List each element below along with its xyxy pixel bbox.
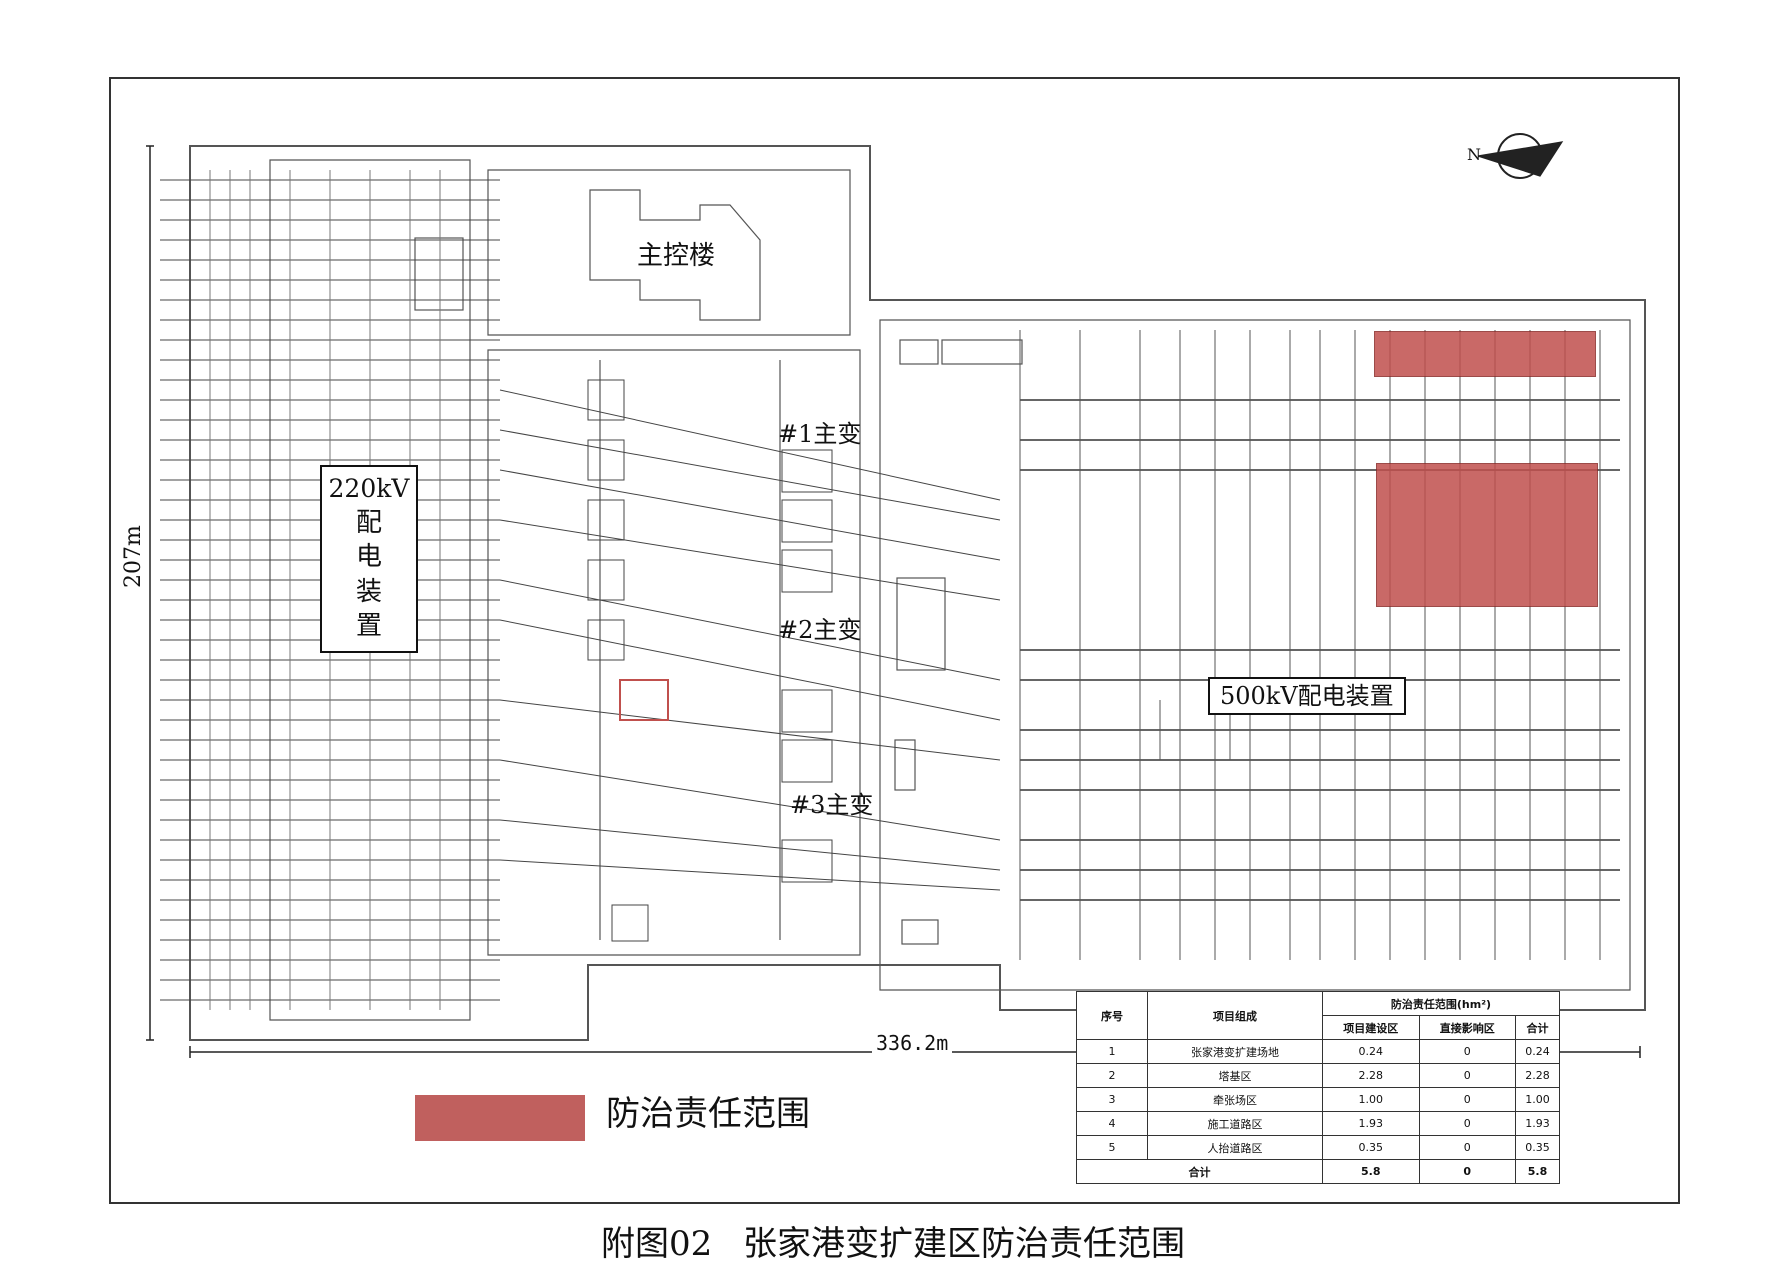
cell-index: 1: [1076, 1039, 1148, 1064]
table-row: 3 牵张场区 1.00 0 1.00: [1076, 1087, 1560, 1112]
legend-label: 防治责任范围: [606, 1094, 810, 1134]
road-220: [269, 159, 471, 1021]
cell-index: 4: [1076, 1111, 1148, 1136]
header-construction: 项目建设区: [1322, 1015, 1420, 1040]
bays-center: [499, 379, 1001, 942]
220kv-label-char: 装: [355, 576, 382, 607]
header-component: 项目组成: [1147, 991, 1323, 1040]
figure-number: 附图02: [600, 1224, 713, 1264]
figure-caption: 附图02 张家港变扩建区防治责任范围: [0, 1224, 1786, 1264]
figure-title: 张家港变扩建区防治责任范围: [743, 1224, 1186, 1264]
transformer-1-label: #1主变: [778, 420, 862, 448]
cell-sum: 1.93: [1515, 1111, 1560, 1136]
cell-construction: 0.35: [1322, 1135, 1420, 1160]
responsibility-table: 序号 项目组成 防治责任范围(hm²) 项目建设区 直接影响区 合计 1 张家港…: [1076, 991, 1560, 1184]
height-dimension-label: 207m: [121, 525, 146, 588]
220kv-label-char: 置: [355, 611, 382, 642]
header-group: 防治责任范围(hm²): [1322, 991, 1560, 1016]
cell-index: 2: [1076, 1063, 1148, 1088]
legend-swatch: [415, 1095, 585, 1141]
cell-index: 3: [1076, 1087, 1148, 1112]
cell-direct: 0: [1418, 1039, 1516, 1064]
table-row: 5 人抬道路区 0.35 0 0.35: [1076, 1135, 1560, 1160]
cell-component: 塔基区: [1147, 1063, 1323, 1088]
table-total-row: 合计 5.8 0 5.8: [1076, 1159, 1560, 1184]
table-row: 4 施工道路区 1.93 0 1.93: [1076, 1111, 1560, 1136]
cell-direct: 0: [1418, 1111, 1516, 1136]
main-building-outline: [589, 189, 761, 321]
cell-direct: 0: [1418, 1063, 1516, 1088]
220kv-label-line1: 220kV: [328, 474, 410, 503]
cell-sum: 1.00: [1515, 1087, 1560, 1112]
cell-total-label: 合计: [1076, 1159, 1323, 1184]
table-row: 2 塔基区 2.28 0 2.28: [1076, 1063, 1560, 1088]
cell-total-construction: 5.8: [1322, 1159, 1420, 1184]
table-row: 1 张家港变扩建场地 0.24 0 0.24: [1076, 1039, 1560, 1064]
cell-total-direct: 0: [1418, 1159, 1516, 1184]
cell-sum: 0.24: [1515, 1039, 1560, 1064]
cell-sum: 0.35: [1515, 1135, 1560, 1160]
220kv-switchgear-label: 220kV 配 电 装 置: [320, 465, 418, 653]
500kv-switchgear-label: 500kV配电装置: [1208, 677, 1406, 716]
building-500kv: [896, 577, 946, 671]
cell-total-sum: 5.8: [1515, 1159, 1560, 1184]
header-sum: 合计: [1515, 1015, 1560, 1040]
header-index: 序号: [1076, 991, 1148, 1040]
north-label: N: [1467, 145, 1481, 164]
cell-construction: 0.24: [1322, 1039, 1420, 1064]
cell-construction: 1.93: [1322, 1111, 1420, 1136]
road-center: [487, 349, 861, 956]
cell-construction: 2.28: [1322, 1063, 1420, 1088]
site-boundary: [189, 145, 1646, 1041]
cell-construction: 1.00: [1322, 1087, 1420, 1112]
220kv-label-char: 配: [355, 507, 382, 538]
main-control-building-label: 主控楼: [637, 241, 716, 271]
cell-component: 人抬道路区: [1147, 1135, 1323, 1160]
bays-500kv: [1019, 330, 1620, 960]
cell-sum: 2.28: [1515, 1063, 1560, 1088]
cell-index: 5: [1076, 1135, 1148, 1160]
north-arrow: [1477, 133, 1564, 179]
transformer-2-label: #2主变: [778, 616, 862, 644]
cell-component: 施工道路区: [1147, 1111, 1323, 1136]
cell-component: 牵张场区: [1147, 1087, 1323, 1112]
cell-component: 张家港变扩建场地: [1147, 1039, 1323, 1064]
drawing-frame: [109, 77, 1680, 1204]
responsibility-zone-lower: [1376, 463, 1598, 607]
transformer-3-label: #3主变: [790, 791, 874, 819]
cell-direct: 0: [1418, 1087, 1516, 1112]
table-subheader-row: 项目建设区 直接影响区 合计: [1077, 1015, 1560, 1040]
width-dimension-label: 336.2m: [872, 1032, 953, 1054]
table-header-row: 序号 项目组成 防治责任范围(hm²): [1076, 991, 1560, 1040]
road-500: [879, 319, 1631, 991]
header-direct: 直接影响区: [1418, 1015, 1516, 1040]
220kv-label-char: 电: [355, 542, 382, 573]
cell-direct: 0: [1418, 1135, 1516, 1160]
responsibility-zone-upper: [1374, 331, 1596, 377]
